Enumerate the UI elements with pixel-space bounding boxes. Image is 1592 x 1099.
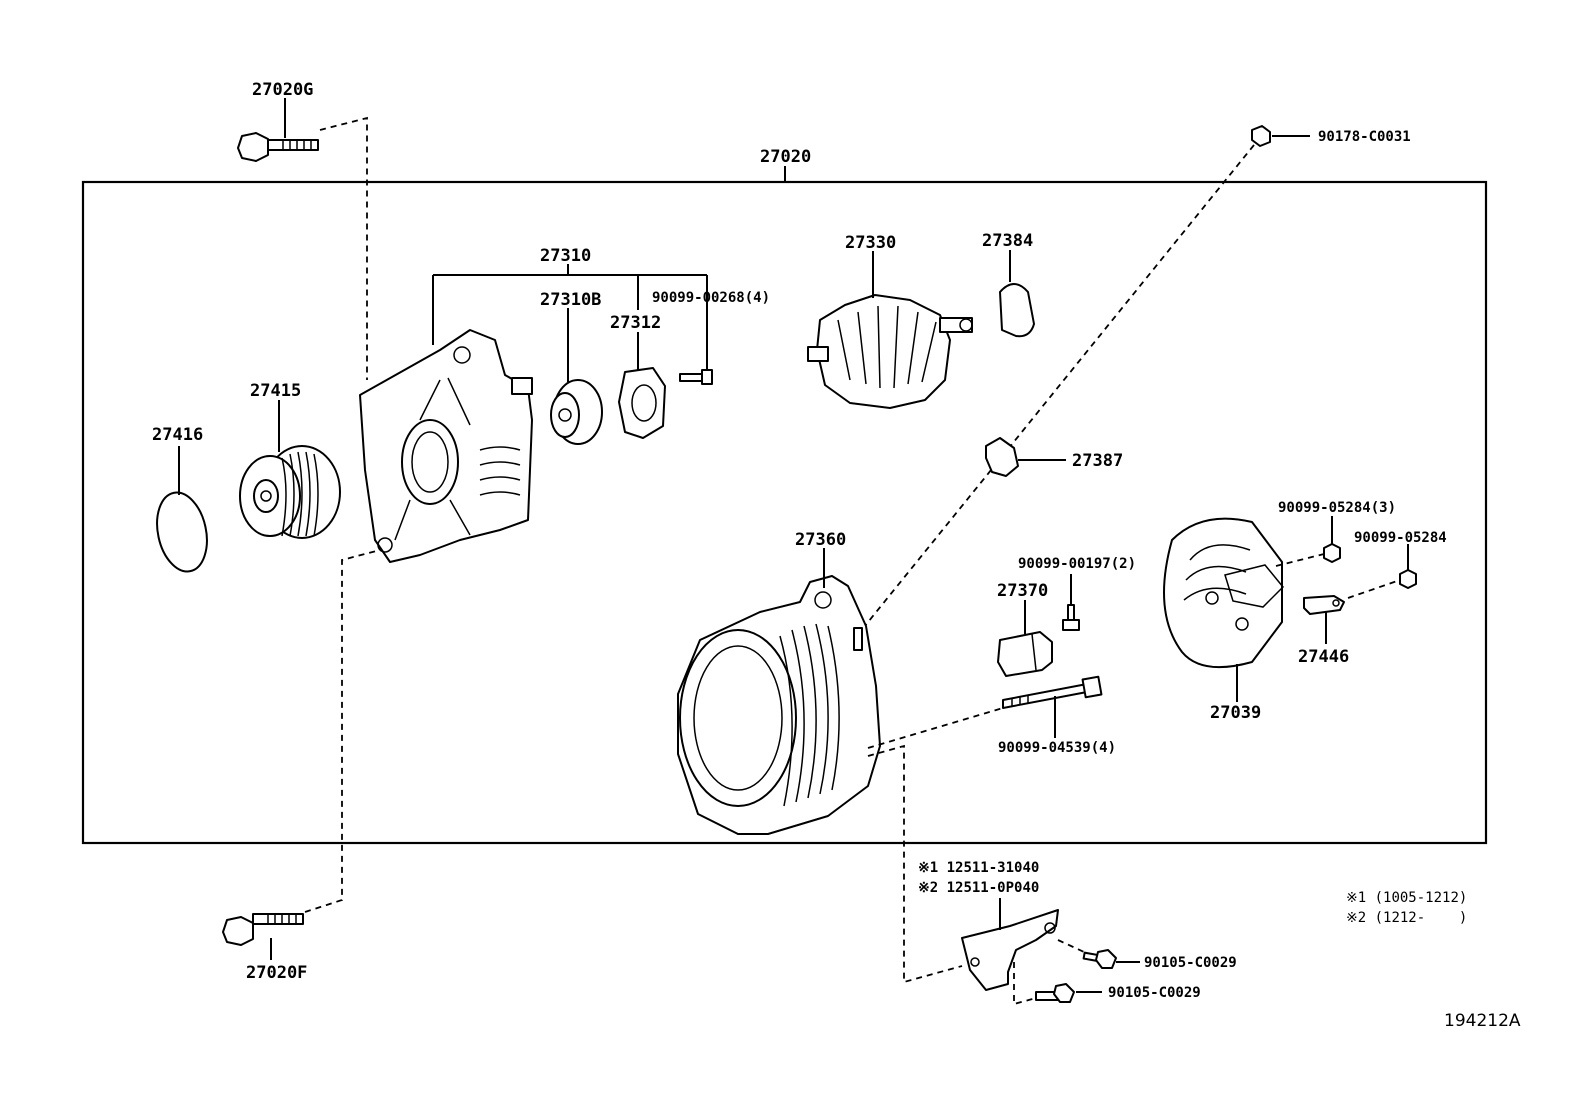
nut-90178-c0031[interactable] [1251, 125, 1271, 147]
screw-90099-00268[interactable] [679, 369, 713, 385]
label-90105-c0029-a[interactable]: 90105-C0029 [1144, 955, 1237, 971]
bolt-90105-c0029-b[interactable] [1035, 983, 1075, 1003]
cap-27416[interactable] [150, 488, 214, 576]
label-27415[interactable]: 27415 [250, 381, 301, 401]
label-90099-05284-3[interactable]: 90099-05284(3) [1278, 500, 1396, 516]
bolt-27020f[interactable] [222, 913, 304, 946]
bolt-90105-c0029-a[interactable] [1082, 949, 1117, 969]
label-27387[interactable]: 27387 [1072, 451, 1123, 471]
bearing-27310b[interactable] [550, 379, 603, 445]
label-27020f[interactable]: 27020F [246, 963, 307, 983]
rear-cover-27039[interactable] [1163, 517, 1285, 669]
figure-id: 194212A [1444, 1011, 1521, 1031]
label-27020g[interactable]: 27020G [252, 80, 313, 100]
label-90099-05284[interactable]: 90099-05284 [1354, 530, 1447, 546]
label-90178-c0031[interactable]: 90178-C0031 [1318, 129, 1411, 145]
label-27330[interactable]: 27330 [845, 233, 896, 253]
bolt-90099-04539[interactable] [1002, 675, 1103, 709]
label-27384[interactable]: 27384 [982, 231, 1033, 251]
note-2: ※2 (1212- ) [1346, 910, 1467, 926]
nut-90099-05284[interactable] [1399, 569, 1417, 589]
insulator-27387[interactable] [985, 437, 1019, 477]
screw-90099-00197[interactable] [1062, 604, 1080, 631]
label-27312[interactable]: 27312 [610, 313, 661, 333]
label-90099-04539[interactable]: 90099-04539(4) [998, 740, 1116, 756]
label-bracket-1[interactable]: ※1 12511-31040 [918, 860, 1039, 876]
label-27370[interactable]: 27370 [997, 581, 1048, 601]
note-1: ※1 (1005-1212) [1346, 890, 1467, 906]
terminal-27446[interactable] [1303, 595, 1345, 615]
label-27416[interactable]: 27416 [152, 425, 203, 445]
stator-27360[interactable] [677, 575, 881, 835]
label-90105-c0029-b[interactable]: 90105-C0029 [1108, 985, 1201, 1001]
label-27360[interactable]: 27360 [795, 530, 846, 550]
drive-end-frame[interactable] [359, 329, 533, 563]
cover-27384[interactable] [999, 283, 1035, 338]
label-27020[interactable]: 27020 [760, 147, 811, 167]
label-90099-00268[interactable]: 90099-00268(4) [652, 290, 770, 306]
nut-90099-05284-3[interactable] [1323, 543, 1341, 563]
pulley-27415[interactable] [239, 445, 341, 539]
bracket-12511[interactable] [961, 909, 1059, 991]
label-27446[interactable]: 27446 [1298, 647, 1349, 667]
bolt-27020g[interactable] [237, 132, 319, 162]
label-90099-00197[interactable]: 90099-00197(2) [1018, 556, 1136, 572]
retainer-27312[interactable] [618, 367, 666, 439]
label-27310b[interactable]: 27310B [540, 290, 601, 310]
label-bracket-2[interactable]: ※2 12511-0P040 [918, 880, 1039, 896]
rotor-27330[interactable] [807, 294, 973, 409]
label-27039[interactable]: 27039 [1210, 703, 1261, 723]
brush-holder-27370[interactable] [997, 631, 1053, 677]
label-27310[interactable]: 27310 [540, 246, 591, 266]
